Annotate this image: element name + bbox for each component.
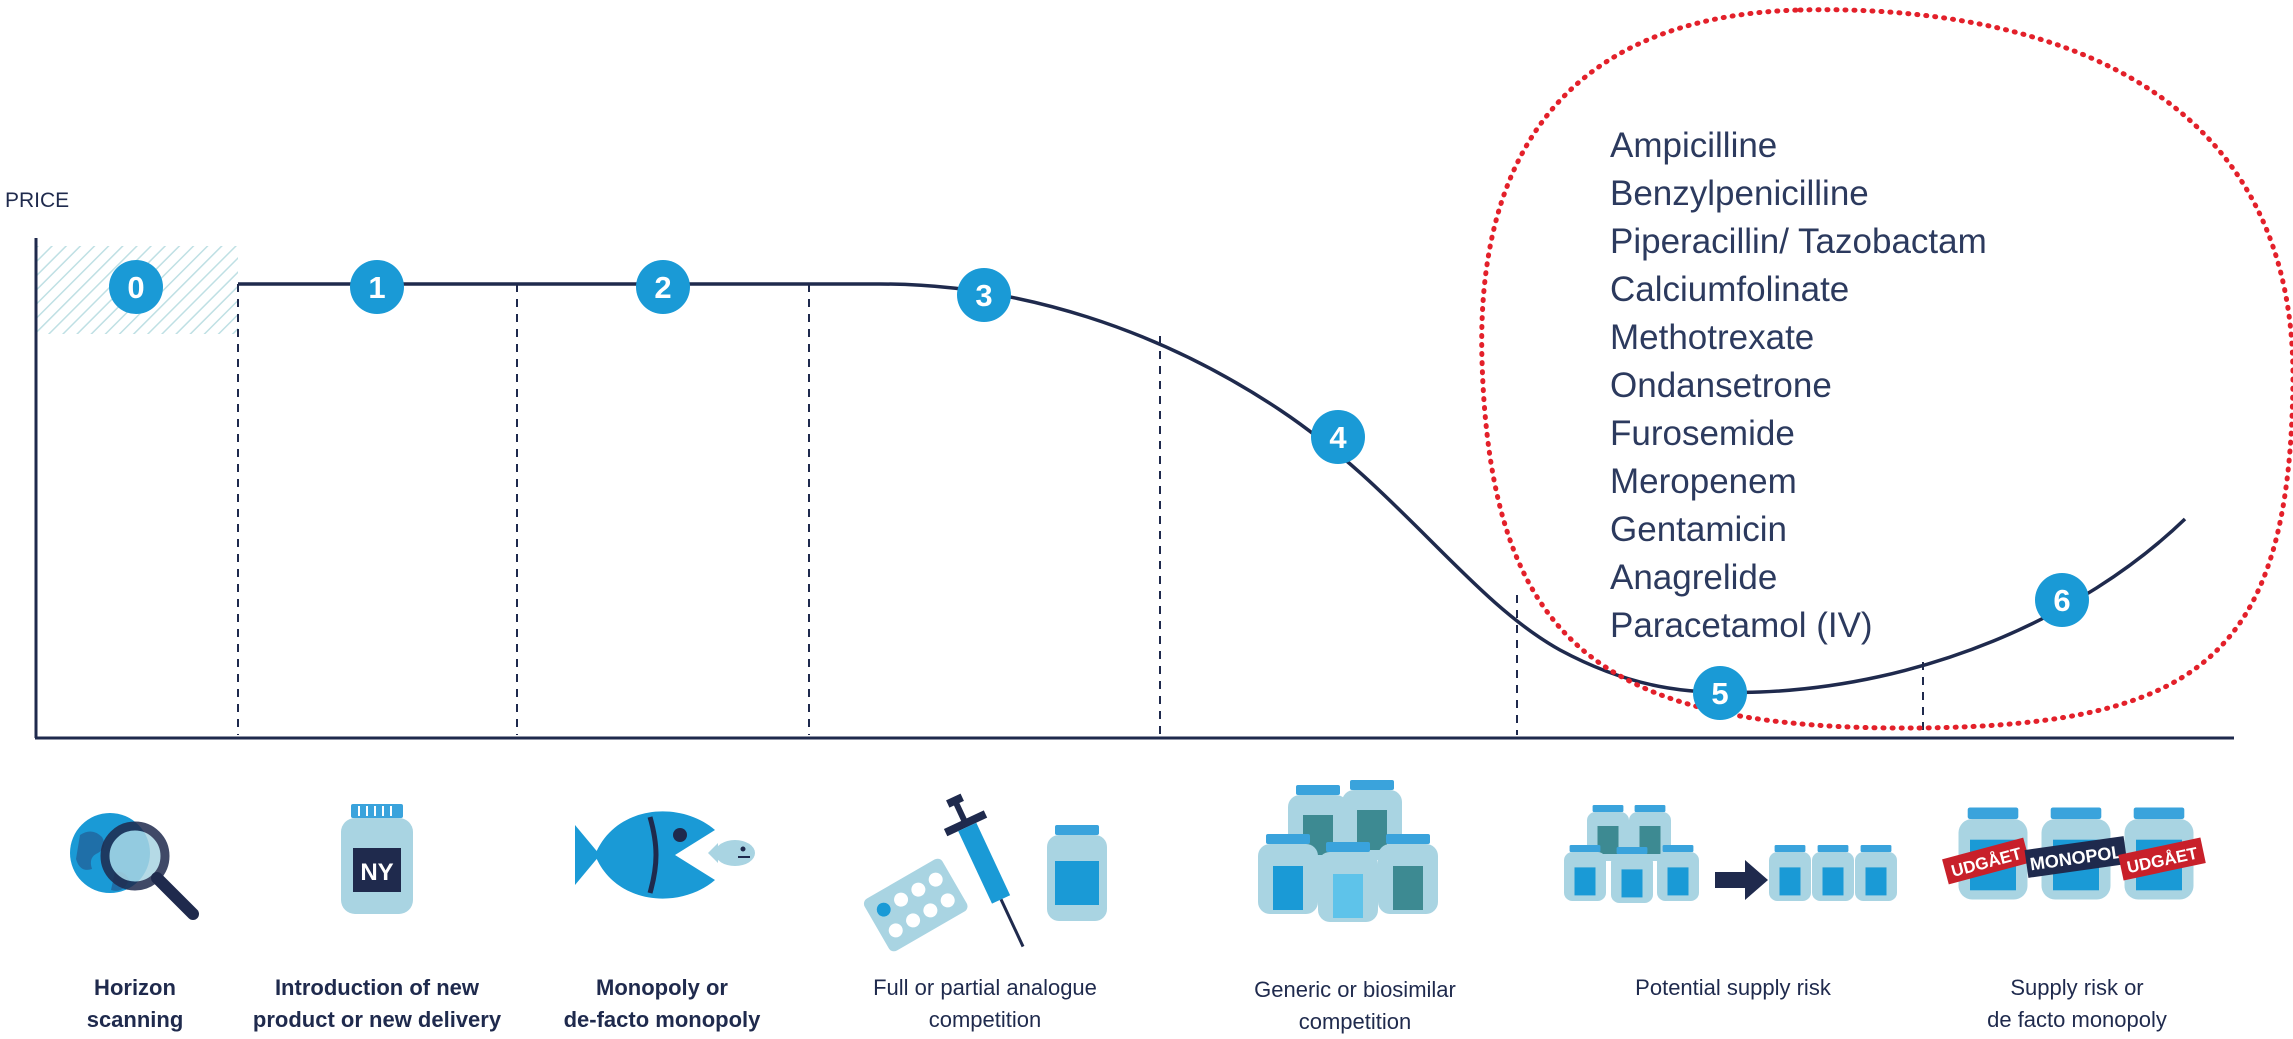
many-jars-icon <box>1258 780 1438 922</box>
highlight-region <box>1479 7 2293 731</box>
stage-badge-3 <box>957 268 1011 322</box>
y-axis-label: PRICE <box>5 189 70 212</box>
drug-item: Calciumfolinate <box>1610 270 1850 309</box>
stage-label-4: Generic or biosimilar competition <box>1254 977 1456 1034</box>
drug-item: Ondansetrone <box>1610 366 1832 405</box>
stage-badge-5 <box>1693 666 1747 720</box>
pills-syringe-jar-icon <box>863 793 1107 952</box>
stage-number-2: 2 <box>654 270 671 305</box>
globe-magnifier-icon <box>70 813 199 920</box>
drug-list: Ampicilline Benzylpenicilline Piperacill… <box>1610 122 1987 650</box>
drug-item: Benzylpenicilline <box>1610 174 1869 213</box>
drug-item: Meropenem <box>1610 462 1797 501</box>
stage-label-3: Full or partial analogue competition <box>873 975 1097 1032</box>
drug-item: Anagrelide <box>1610 558 1778 597</box>
stage-label-5: Potential supply risk <box>1635 975 1831 1000</box>
stage-number-5: 5 <box>1711 676 1728 711</box>
stage-badge-1 <box>350 260 404 314</box>
jars-monopoly-icon: UDGÅET MONOPOL UDGÅET <box>1942 807 2206 900</box>
drug-item: Piperacillin/ Tazobactam <box>1610 222 1987 261</box>
stage-number-6: 6 <box>2053 583 2070 618</box>
drug-item: Gentamicin <box>1610 510 1788 549</box>
stage-number-1: 1 <box>368 270 385 305</box>
jars-arrow-fewer-jars-icon <box>1564 805 1897 903</box>
stage-number-4: 4 <box>1329 420 1347 455</box>
jar-new-label: NY <box>360 859 393 886</box>
stage-number-0: 0 <box>127 270 144 305</box>
jar-new-icon: NY <box>341 804 413 914</box>
stage-label-2: Monopoly or de-facto monopoly <box>563 975 761 1032</box>
stage-dividers <box>237 284 1924 735</box>
big-fish-eating-small-fish-icon <box>575 811 755 899</box>
stage-number-3: 3 <box>975 278 992 313</box>
drug-item: Ampicilline <box>1610 126 1778 165</box>
price-curve <box>238 282 2187 695</box>
stage-badge-6 <box>2035 573 2089 627</box>
stage-label-0: Horizon scanning <box>86 975 184 1032</box>
drug-item: Furosemide <box>1610 414 1795 453</box>
stage-label-6: Supply risk or de facto monopoly <box>1987 975 2167 1032</box>
drug-item: Methotrexate <box>1610 318 1815 357</box>
stage-badge-4 <box>1311 410 1365 464</box>
stage-badge-2 <box>636 260 690 314</box>
stage-label-1: Introduction of new product or new deliv… <box>252 975 502 1032</box>
stage-badges: 0 1 2 3 4 5 6 <box>109 260 2089 720</box>
stage-badge-0 <box>109 260 163 314</box>
drug-item: Paracetamol (IV) <box>1610 606 1873 645</box>
